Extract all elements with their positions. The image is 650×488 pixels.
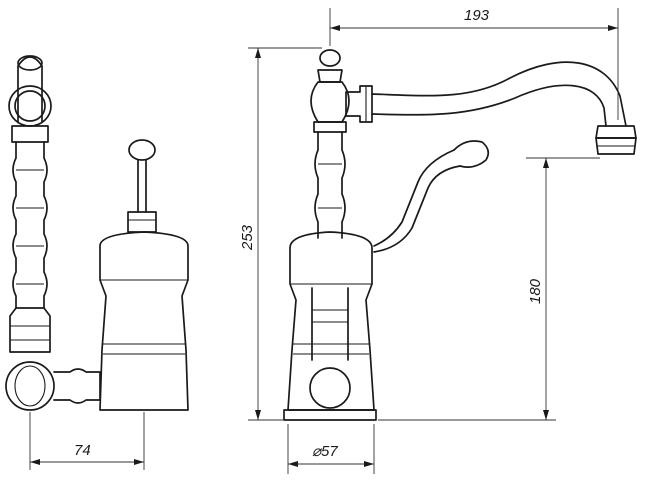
front-view (283, 49, 637, 421)
dimension-180-label: 180 (527, 278, 544, 304)
dimension-74-label: 74 (74, 442, 91, 459)
dimension-spout-height: 180 (378, 157, 600, 421)
dimension-57-label: ⌀57 (312, 443, 338, 460)
dimension-193-label: 193 (464, 7, 490, 24)
dimension-253-label: 253 (239, 224, 256, 251)
dimension-spout-reach: 193 (329, 7, 619, 120)
dimension-total-height: 253 (239, 47, 322, 421)
dimension-base-diameter: ⌀57 (287, 424, 375, 474)
dimension-side-depth: 74 (29, 412, 145, 470)
side-view (5, 55, 189, 411)
